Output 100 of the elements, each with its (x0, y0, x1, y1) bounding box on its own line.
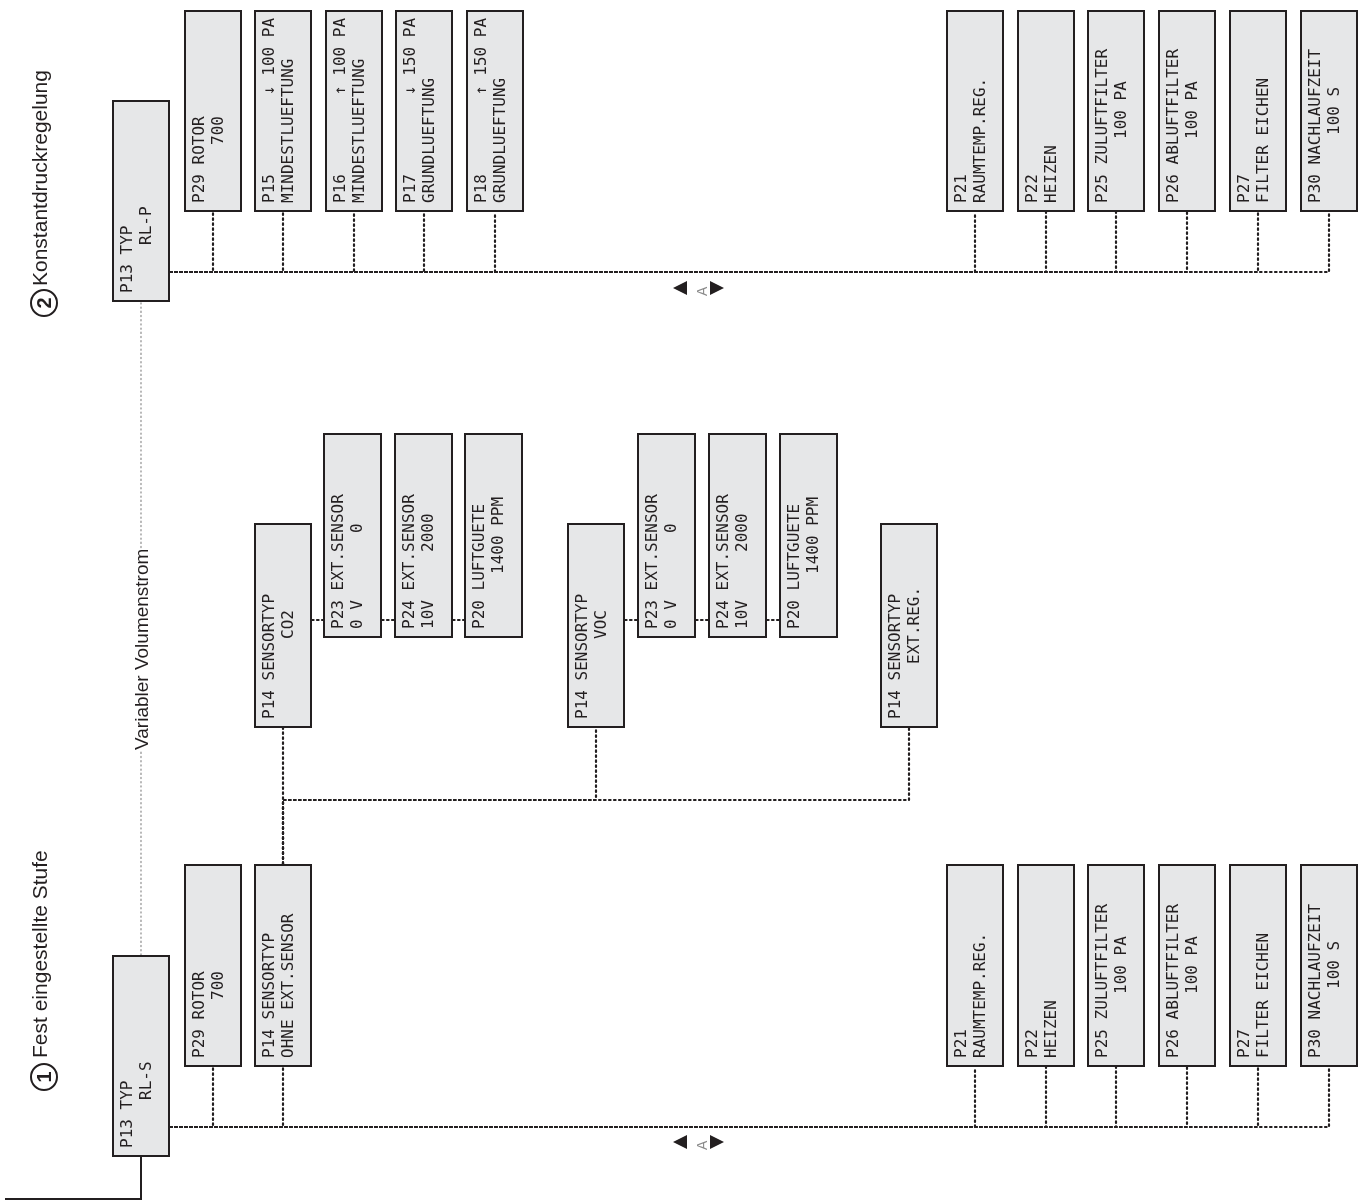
parameter-box (325, 10, 383, 212)
parameter-label: P15 (259, 174, 278, 203)
parameter-box (1087, 864, 1145, 1067)
parameter-label: P29 ROTOR (189, 971, 208, 1058)
parameter-label: P14 SENSORTYP (885, 593, 904, 719)
parameter-value: 10V (418, 600, 437, 629)
parameter-box (184, 10, 242, 212)
parameter-label: P14 SENSORTYP (572, 593, 591, 719)
parameter-value: 100 S (1324, 86, 1343, 135)
parameter-label: ↓ 100 PA (259, 18, 278, 96)
parameter-label: P30 NACHLAUFZEIT (1305, 48, 1324, 203)
parameter-label: P27 (1234, 174, 1253, 203)
parameter-value: VOC (591, 610, 610, 640)
parameter-box (254, 523, 312, 728)
parameter-box (464, 433, 523, 638)
parameter-label: P26 ABLUFTFILTER (1163, 903, 1182, 1058)
parameter-label: P26 ABLUFTFILTER (1163, 48, 1182, 203)
parameter-value: 1400 PPM (803, 496, 822, 574)
parameter-value: GRUNDLUEFTUNG (419, 77, 438, 203)
parameter-box (946, 864, 1004, 1067)
parameter-value: FILTER EICHEN (1253, 77, 1272, 203)
parameter-value: 700 (208, 116, 227, 146)
parameter-label: P25 ZULUFTFILTER (1092, 48, 1111, 203)
parameter-box (466, 10, 524, 212)
parameter-label: P24 EXT.SENSOR (713, 494, 732, 629)
parameter-label: P17 (400, 174, 419, 203)
parameter-value: RAUMTEMP.REG. (970, 932, 989, 1058)
parameter-value: RL-S (136, 1061, 155, 1100)
parameter-box (637, 433, 696, 638)
parameter-label: P20 LUFTGUETE (469, 503, 488, 629)
parameter-value: RAUMTEMP.REG. (970, 77, 989, 203)
parameter-box (1300, 10, 1358, 212)
parameter-box (1017, 10, 1075, 212)
parameter-box (1229, 864, 1287, 1067)
parameter-label: P13 TYP (117, 225, 136, 293)
parameter-value: MINDESTLUEFTUNG (349, 58, 368, 203)
parameter-value: 0 (661, 523, 680, 533)
parameter-label: P14 SENSORTYP (259, 593, 278, 719)
parameter-value: HEIZEN (1041, 145, 1060, 203)
parameter-label: P24 EXT.SENSOR (399, 494, 418, 629)
parameter-box (323, 433, 382, 638)
parameter-label: ↑ 150 PA (471, 18, 490, 96)
parameter-value: 2000 (732, 513, 751, 552)
parameter-label: P30 NACHLAUFZEIT (1305, 903, 1324, 1058)
parameter-box (1087, 10, 1145, 212)
parameter-label: P23 EXT.SENSOR (642, 494, 661, 629)
parameter-box (1158, 10, 1216, 212)
parameter-box (1229, 10, 1287, 212)
callout-number: 2 (30, 289, 58, 317)
parameter-box (254, 10, 312, 212)
parameter-value: MINDESTLUEFTUNG (278, 58, 297, 203)
parameter-value: 100 PA (1111, 81, 1130, 140)
callout-number: 1 (30, 1063, 58, 1091)
parameter-value: 0 (347, 523, 366, 533)
parameter-box (1300, 864, 1358, 1067)
parameter-box (254, 864, 312, 1067)
parameter-label: P21 (951, 1029, 970, 1058)
parameter-value: GRUNDLUEFTUNG (490, 77, 509, 203)
parameter-box (184, 864, 242, 1067)
parameter-label: P23 EXT.SENSOR (328, 494, 347, 629)
parameter-label: P25 ZULUFTFILTER (1092, 903, 1111, 1058)
parameter-value: CO2 (278, 610, 297, 640)
parameter-label: P13 TYP (117, 1080, 136, 1148)
parameter-label: ↑ 100 PA (330, 18, 349, 96)
parameter-box (567, 523, 625, 728)
parameter-value: 2000 (418, 513, 437, 552)
parameter-value: FILTER EICHEN (1253, 932, 1272, 1058)
parameter-box (1017, 864, 1075, 1067)
parameter-value: 100 PA (1182, 81, 1201, 140)
parameter-box (112, 955, 170, 1157)
parameter-label: P14 SENSORTYP (259, 932, 278, 1058)
parameter-label: P21 (951, 174, 970, 203)
parameter-box (779, 433, 838, 638)
parameter-box (946, 10, 1004, 212)
parameter-box (395, 10, 453, 212)
parameter-box (708, 433, 767, 638)
parameter-value: EXT.REG. (904, 586, 923, 664)
parameter-box (394, 433, 453, 638)
parameter-value: RL-P (136, 206, 155, 245)
parameter-label: P20 LUFTGUETE (784, 503, 803, 629)
dotted-connector (281, 726, 911, 866)
parameter-value: HEIZEN (1041, 1000, 1060, 1058)
parameter-label: P27 (1234, 1029, 1253, 1058)
parameter-box (112, 100, 170, 302)
parameter-label: ↓ 150 PA (400, 18, 419, 96)
parameter-value: 0 V (347, 600, 366, 629)
parameter-value: 100 PA (1111, 936, 1130, 994)
parameter-value: 10V (732, 600, 751, 629)
parameter-label: P18 (471, 174, 490, 203)
parameter-value: 0 V (661, 600, 680, 629)
parameter-label: P22 (1022, 174, 1041, 203)
parameter-value: 100 PA (1182, 936, 1201, 994)
parameter-value: OHNE EXT.SENSOR (278, 913, 297, 1058)
parameter-box (1158, 864, 1216, 1067)
parameter-value: 700 (208, 971, 227, 1001)
parameter-box (880, 523, 938, 728)
parameter-label: P29 ROTOR (189, 116, 208, 203)
parameter-value: 100 S (1324, 940, 1343, 990)
connector-line (4, 1156, 142, 1200)
parameter-label: P22 (1022, 1029, 1041, 1058)
